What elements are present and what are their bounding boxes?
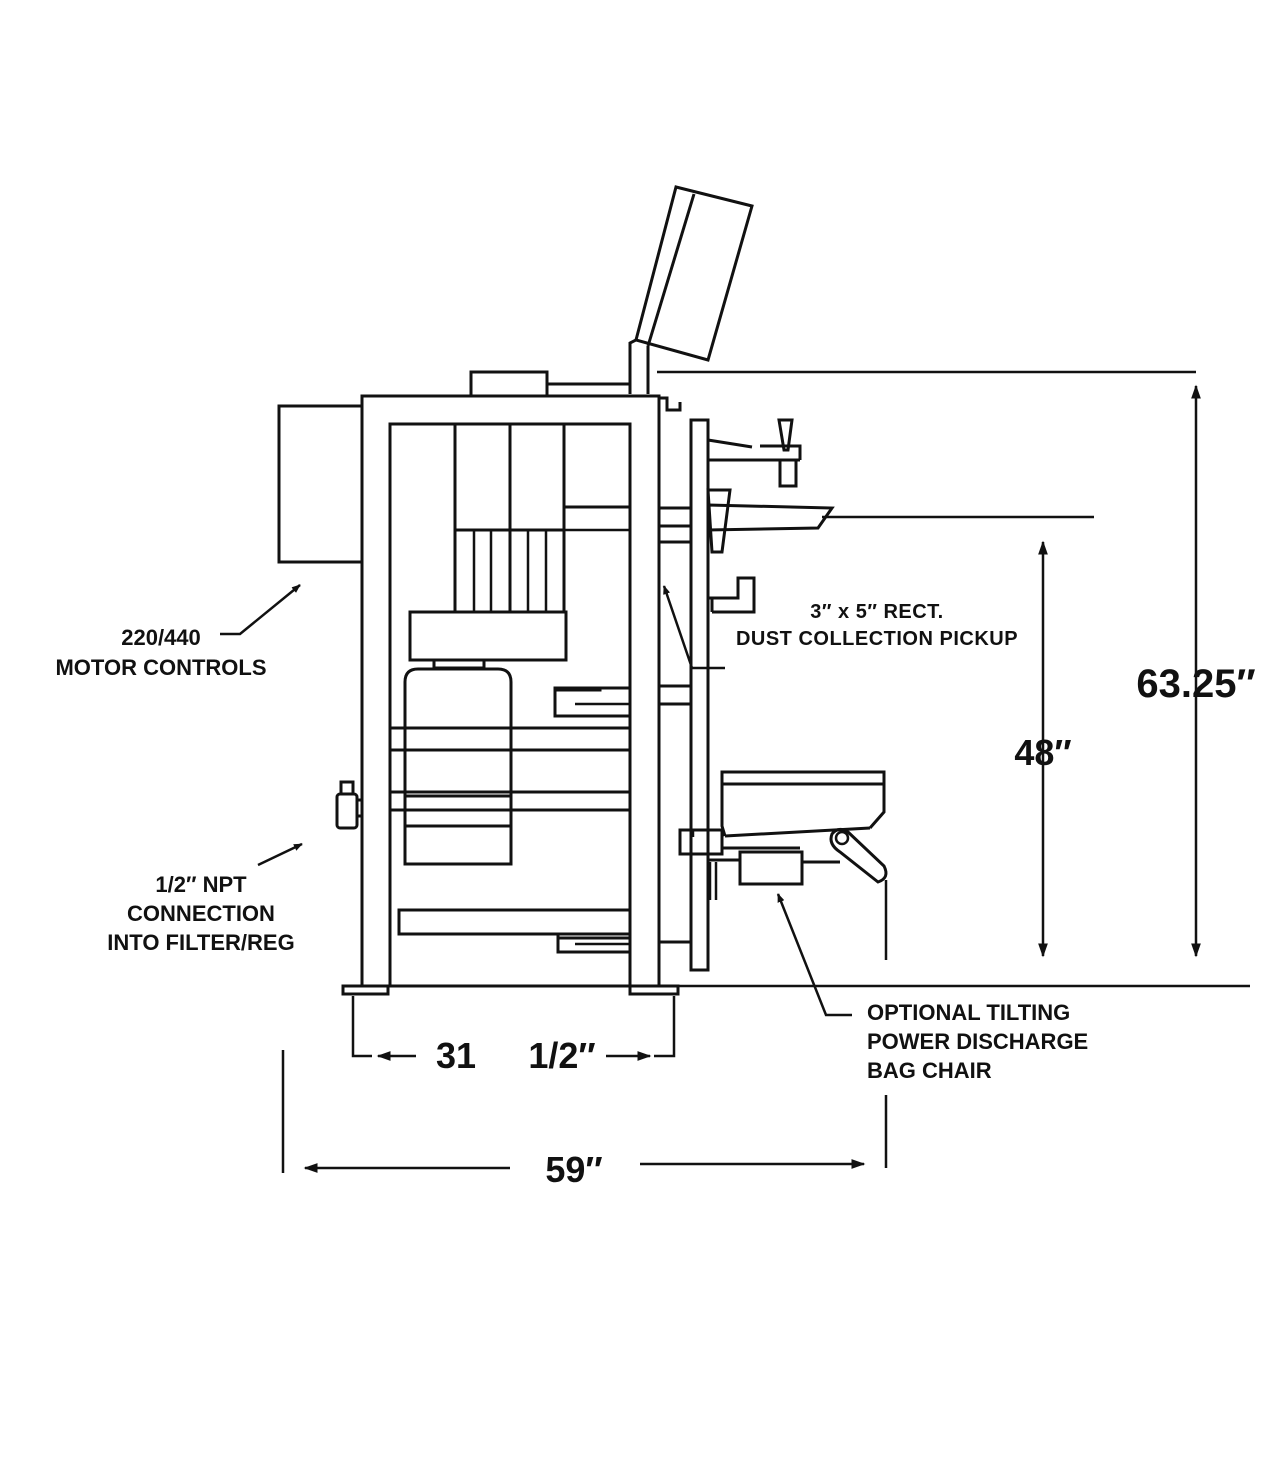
dust-collection-label-line1: 3″ x 5″ RECT. (810, 601, 943, 623)
motor-controls-leader (220, 584, 301, 636)
bag-chair-label-line3: BAG CHAIR (867, 1058, 992, 1083)
overall-width-label: 59″ (545, 1149, 602, 1190)
motor-controls-label-line1: 220/440 (121, 625, 201, 650)
discharge-height-label: 48″ (1014, 732, 1071, 773)
npt-connection-label-line3: INTO FILTER/REG (107, 930, 294, 955)
filter-regulator (335, 780, 362, 830)
fill-spout (706, 418, 835, 554)
bag-chair (678, 770, 888, 900)
motor-cylinder (403, 658, 513, 866)
dust-collection-leader (662, 585, 725, 670)
tilted-control-panel (628, 185, 754, 394)
callout-leaders (220, 584, 852, 1017)
npt-connection-leader (257, 842, 303, 867)
dust-collection-pickup (708, 576, 756, 614)
dust-collection-label-line2: DUST COLLECTION PICKUP (736, 628, 1018, 650)
bag-chair-label-line1: OPTIONAL TILTING (867, 1000, 1070, 1025)
motor-controls-box (277, 404, 364, 564)
frame-width-label-part2: 1/2″ (528, 1035, 595, 1076)
bag-clamp-column (657, 418, 710, 972)
dimension-arrows (303, 384, 1201, 1173)
npt-connection-label-line2: CONNECTION (127, 901, 275, 926)
bag-chair-leader (776, 893, 852, 1017)
motor-controls-label-line2: MOTOR CONTROLS (55, 655, 266, 680)
frame-width-label-part1: 31 (436, 1035, 476, 1076)
npt-connection-label-line1: 1/2″ NPT (155, 872, 247, 897)
internal-brackets (553, 686, 632, 954)
bag-chair-label-line2: POWER DISCHARGE (867, 1029, 1088, 1054)
extension-lines (281, 370, 1250, 1173)
left-foot (341, 984, 390, 996)
right-foot (628, 984, 680, 996)
top-cover-box (469, 370, 549, 398)
cross-rails (388, 726, 632, 936)
upper-drive-assembly (408, 424, 630, 662)
overall-height-label: 63.25″ (1136, 662, 1255, 706)
